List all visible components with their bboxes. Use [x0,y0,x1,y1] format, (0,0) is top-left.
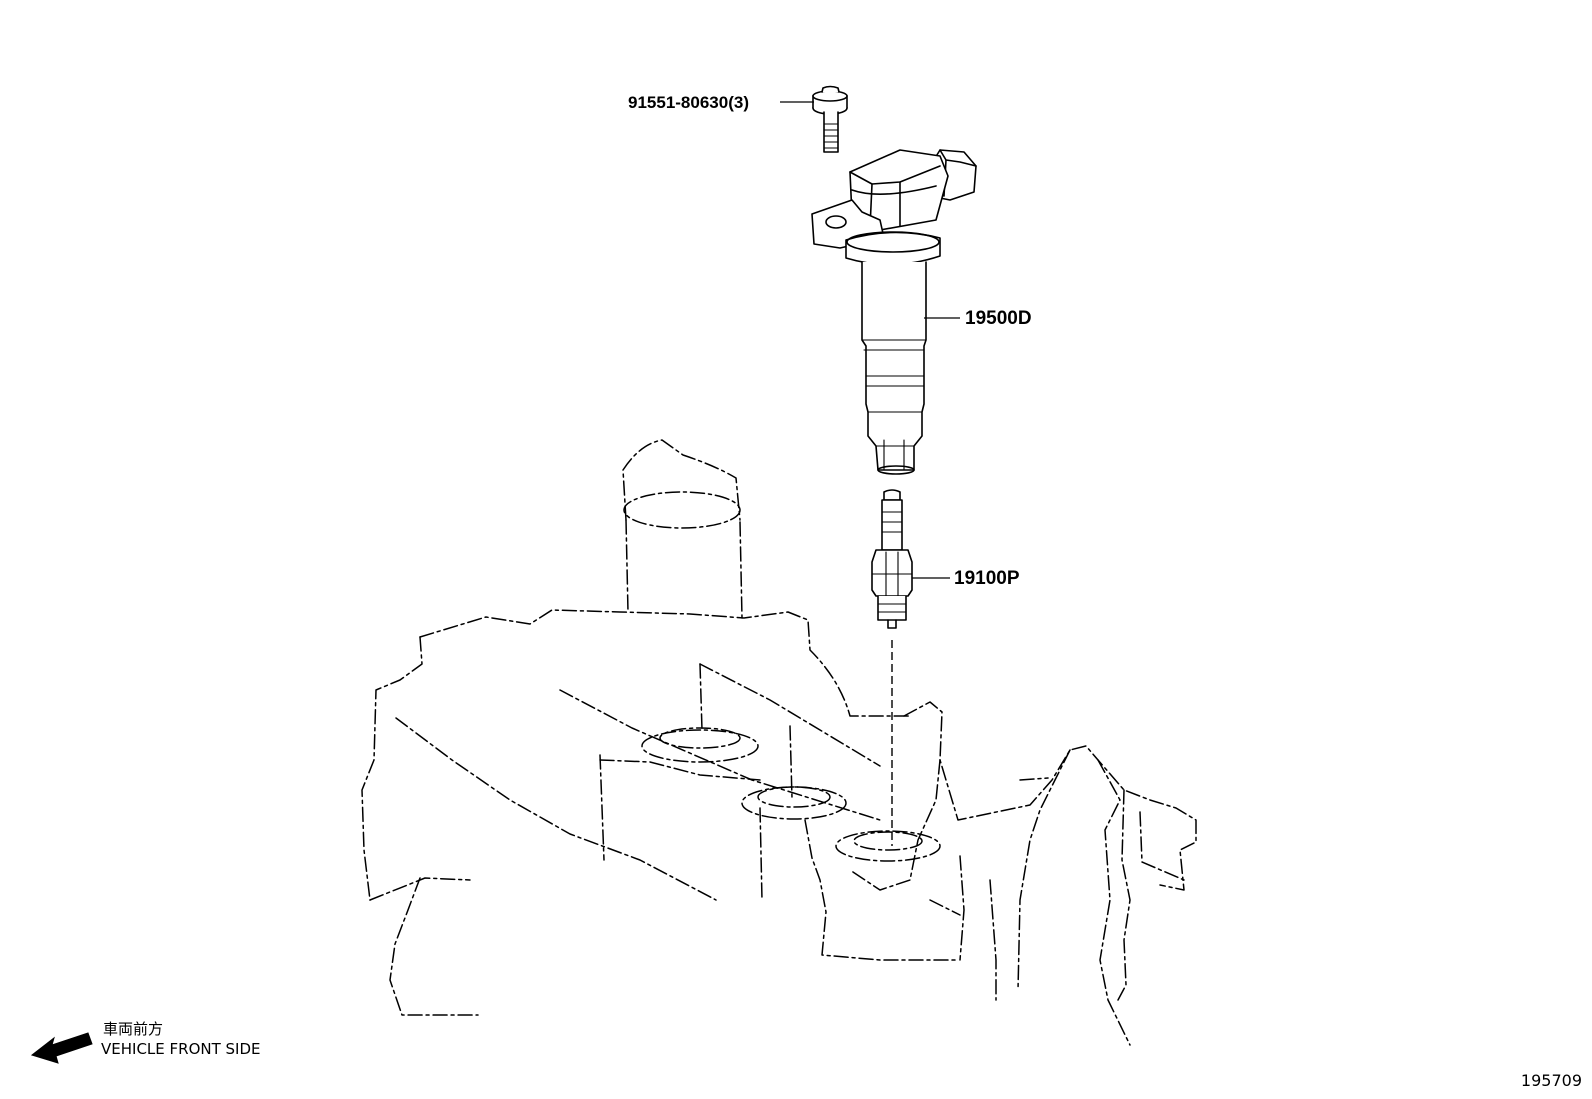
flange-bolt [812,85,848,153]
ignition-coil [811,149,977,475]
engine-cylinder-head [361,439,1197,1046]
vehicle-front-label-jp: 車両前方 [103,1020,163,1038]
ignition-coil-part-number: 19500D [965,308,1032,329]
figure-number: 195709 [1521,1071,1582,1090]
spark-plug [871,489,913,629]
vehicle-front-label-en: VEHICLE FRONT SIDE [101,1040,261,1058]
spark-plug-part-number: 19100P [954,568,1020,589]
bolt-part-number: 91551-80630(3) [628,93,749,112]
arrow-left-icon [30,1032,93,1064]
vehicle-front-indicator: 車両前方 VEHICLE FRONT SIDE [30,1020,261,1064]
